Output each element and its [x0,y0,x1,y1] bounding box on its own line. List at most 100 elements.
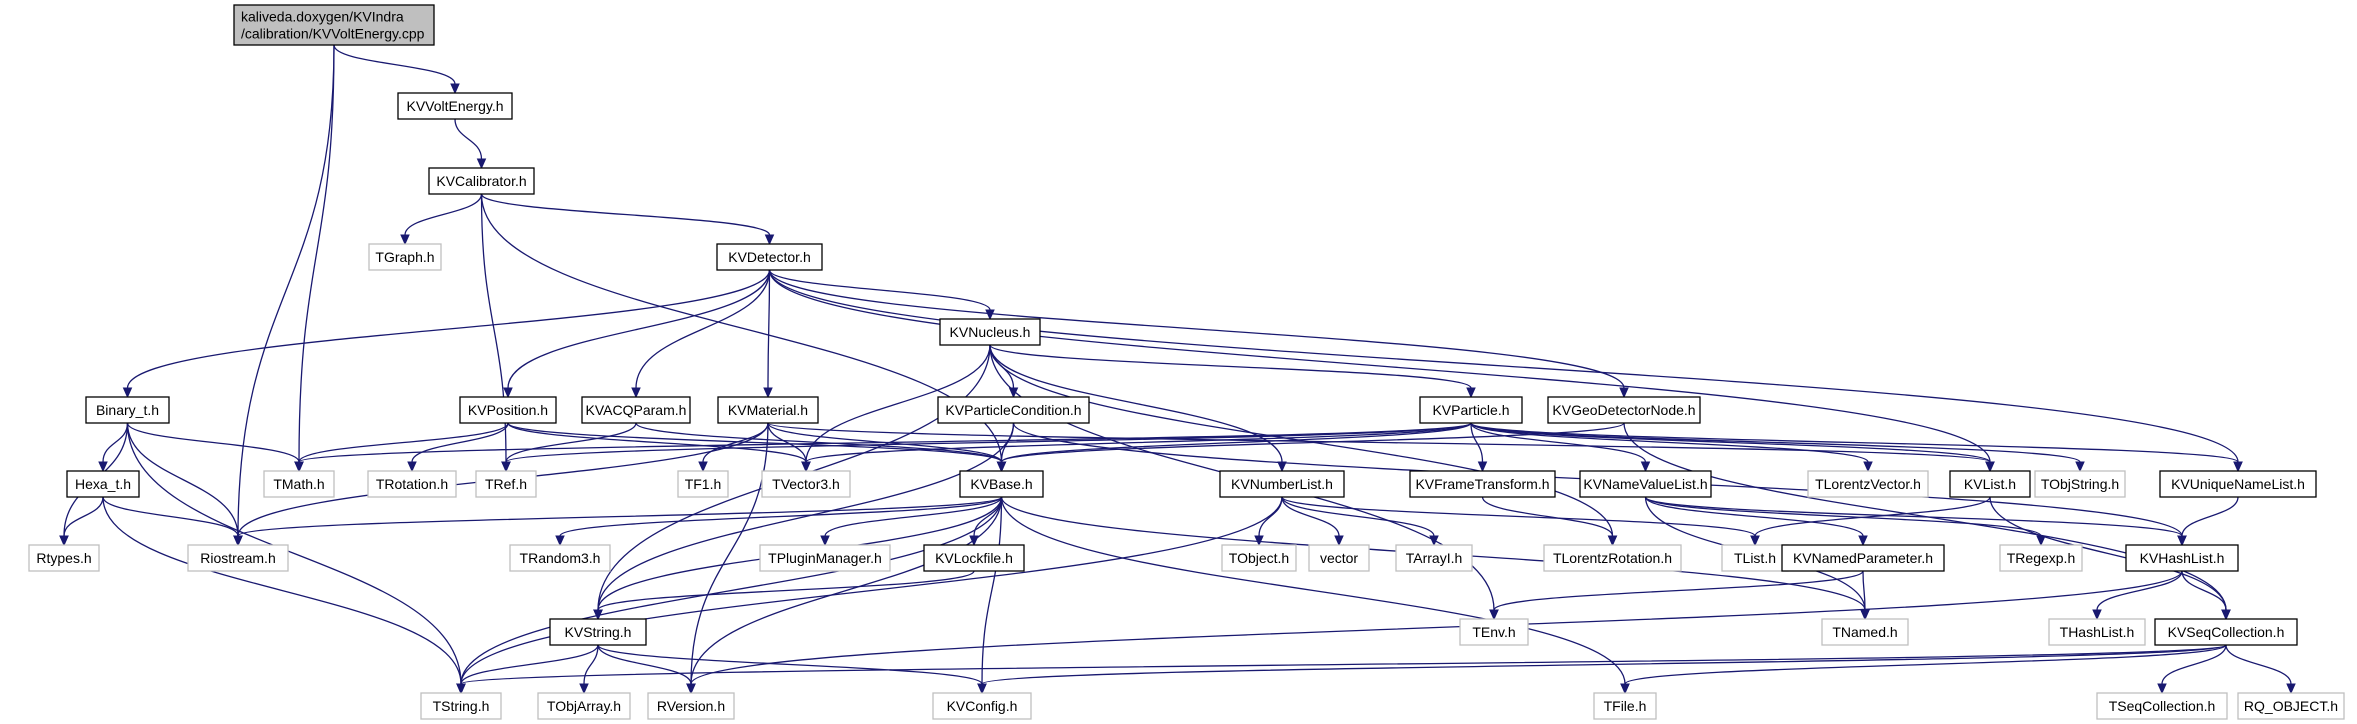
edge-line [63,496,104,537]
edge-root-to-riostream [233,44,335,547]
edge-kvbase-to-tfile [1000,496,1630,695]
node-label: Riostream.h [200,550,275,566]
edge-line [690,570,2183,685]
node-label: KVVoltEnergy.h [406,98,503,114]
edge-arrowhead [501,461,511,473]
edge-kvnamevaluelist-to-kvnamedparameter [1644,496,1868,547]
node-label: /calibration/KVVoltEnergy.cpp [241,26,425,42]
edge-line [1644,496,1864,537]
edge-arrowhead [1985,461,1995,473]
edge-kvnamevaluelist-to-kvhashlist [1644,496,2187,547]
edge-line [126,422,239,537]
edge-line [1470,422,2081,463]
node-box [939,318,1041,346]
node-kvacqparam[interactable]: KVACQParam.h [581,396,691,424]
node-label: TLorentzVector.h [1815,476,1921,492]
node-box [1821,618,1909,646]
node-tmath: TMath.h [263,470,335,498]
node-tobjarray: TObjArray.h [537,692,631,720]
node-box [459,396,557,424]
edge-line [768,269,1625,389]
edge-kvcalibrator-to-kvdetector [480,193,775,246]
edge-line [505,422,1472,463]
node-box [937,396,1090,424]
node-label: KVConfig.h [947,698,1018,714]
edge-line [1470,422,2239,463]
node-label: KVNameValueList.h [1583,476,1707,492]
node-kvparticlecondition[interactable]: KVParticleCondition.h [937,396,1090,424]
node-kvvoltenergy[interactable]: KVVoltEnergy.h [397,92,513,120]
node-label: TMath.h [273,476,324,492]
edge-arrowhead [2092,609,2102,621]
edge-arrowhead [2177,535,2187,547]
edge-line [824,496,1003,537]
node-kvframetransform[interactable]: KVFrameTransform.h [1409,470,1556,498]
node-kvgeodetectornode[interactable]: KVGeoDetectorNode.h [1547,396,1701,424]
node-kvposition[interactable]: KVPosition.h [459,396,557,424]
node-tstring: TString.h [420,692,502,720]
edge-arrowhead [2075,461,2085,473]
edge-arrowhead [698,461,708,473]
edge-line [102,496,462,685]
node-kvlist[interactable]: KVList.h [1949,470,2031,498]
edge-line [460,496,1003,685]
node-tlorentzrotation: TLorentzRotation.h [1543,544,1682,572]
node-kvparticle[interactable]: KVParticle.h [1419,396,1523,424]
node-hexa-t[interactable]: Hexa_t.h [66,470,140,498]
edge-line [126,269,771,389]
node-kvnamedparameter[interactable]: KVNamedParameter.h [1781,544,1945,572]
edge-line [583,644,599,685]
edge-line [460,644,2227,685]
edge-line [1470,422,1484,463]
node-kvnucleus[interactable]: KVNucleus.h [939,318,1041,346]
edge-kvdetector-to-kvacqparam [631,269,771,399]
node-box [2125,544,2239,572]
edge-line [1644,496,2183,537]
node-label: TF1.h [685,476,722,492]
node-kvnumberlist[interactable]: KVNumberList.h [1219,470,1345,498]
node-box [187,544,289,572]
node-box [263,470,335,498]
node-label: TArrayI.h [1406,550,1463,566]
node-label: KVUniqueNameList.h [2171,476,2305,492]
node-kvnamevaluelist[interactable]: KVNameValueList.h [1579,470,1712,498]
node-kvdetector[interactable]: KVDetector.h [716,243,823,271]
node-binary-t[interactable]: Binary_t.h [85,396,170,424]
edge-line [597,570,975,611]
node-label: TList.h [1734,550,1776,566]
edge-arrowhead [631,387,641,399]
edge-line [635,269,771,389]
node-kvmaterial[interactable]: KVMaterial.h [717,396,819,424]
edge-line [2181,496,2239,537]
node-label: TFile.h [1604,698,1647,714]
edge-kvuniquenamelist-to-kvhashlist [2177,496,2239,547]
edge-line [559,496,1003,537]
edge-arrowhead [2286,683,2296,695]
node-kvuniquenamelist[interactable]: KVUniqueNameList.h [2159,470,2317,498]
node-box [2237,692,2345,720]
node-tlorentzvector: TLorentzVector.h [1807,470,1929,498]
edge-line [2181,570,2227,611]
node-box [1419,396,1523,424]
node-kvcalibrator[interactable]: KVCalibrator.h [428,167,535,195]
edge-line [1470,422,1869,463]
edge-kvnumberlist-to-vector [1281,496,1344,547]
node-kvlockfile[interactable]: KVLockfile.h [923,544,1025,572]
edge-kvparticle-to-tlorentzvector [1470,422,1873,473]
node-box [2154,618,2298,646]
edge-kvposition-to-trotation [407,422,509,473]
edge-kvstring-to-rversion [597,644,696,695]
node-label: TSeqCollection.h [2109,698,2216,714]
node-box [1543,544,1682,572]
node-tlist: TList.h [1721,544,1789,572]
node-kvhashlist[interactable]: KVHashList.h [2125,544,2239,572]
node-root[interactable]: kaliveda.doxygen/KVIndra/calibration/KVV… [233,4,435,46]
node-kvstring[interactable]: KVString.h [549,618,647,646]
node-kvbase[interactable]: KVBase.h [959,470,1044,498]
edge-arrowhead [294,461,304,473]
node-label: TObjArray.h [547,698,621,714]
edge-arrowhead [593,609,603,621]
node-tenv: TEnv.h [1459,618,1529,646]
node-box [1721,544,1789,572]
node-kvseqcollection[interactable]: KVSeqCollection.h [2154,618,2298,646]
